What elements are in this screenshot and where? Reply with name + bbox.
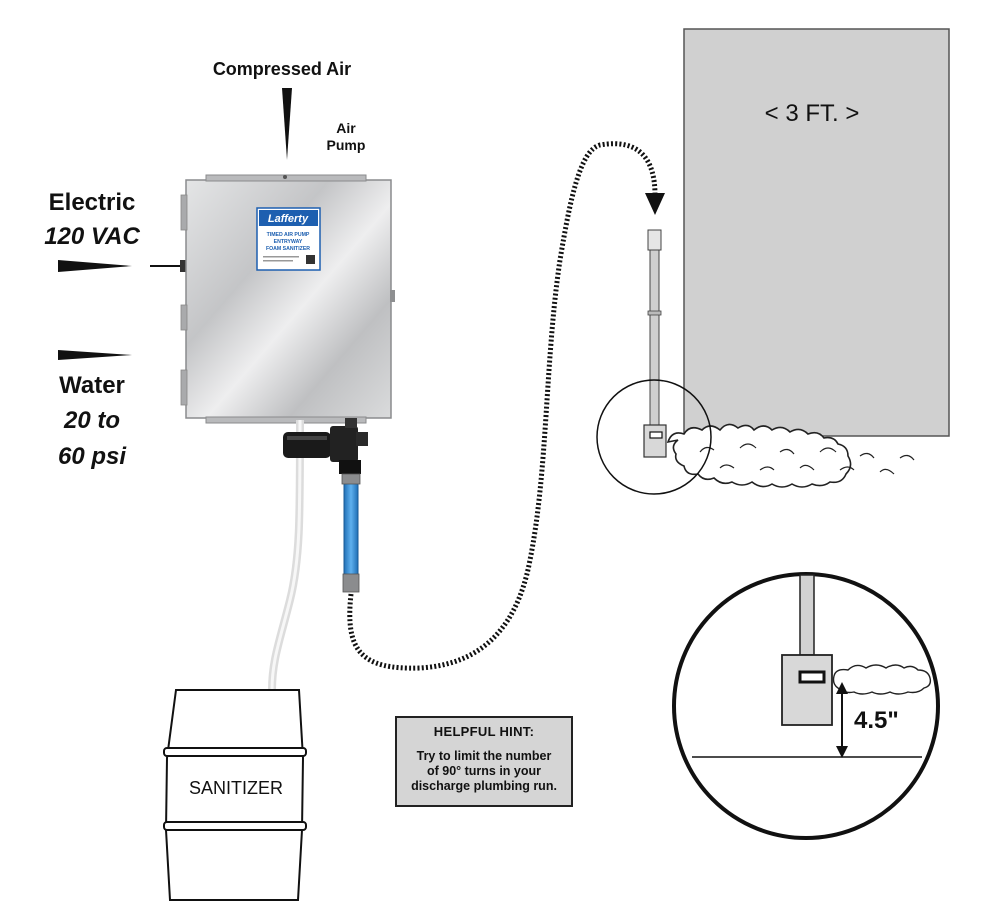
electric-spec-label: 120 VAC — [44, 223, 140, 250]
hint-body: Try to limit the number of 90° turns in … — [397, 749, 571, 794]
foam — [666, 423, 852, 488]
brand-name: Lafferty — [268, 213, 309, 225]
air-pump-label-line1: Air — [336, 120, 356, 136]
label-line-2: ENTRYWAY — [274, 239, 303, 245]
hint-line-1: Try to limit the number — [416, 749, 552, 763]
label-line-3: FOAM SANITIZER — [266, 246, 310, 252]
electric-arrow — [58, 260, 132, 272]
discharge-hose — [343, 477, 359, 579]
vertical-pipe — [643, 229, 667, 458]
water-arrow — [58, 350, 132, 360]
wall-width-label: < 3 FT. > — [765, 100, 860, 127]
nozzle-detail — [672, 572, 940, 840]
discharge-plumbing-run — [347, 141, 658, 671]
water-spec-label-line2: 60 psi — [58, 443, 127, 470]
water-label: Water — [59, 372, 125, 399]
helpful-hint-box: HELPFUL HINT: Try to limit the number of… — [395, 716, 573, 807]
hint-title: HELPFUL HINT: — [433, 724, 535, 739]
electric-label: Electric — [49, 189, 136, 216]
hint-line-2: of 90° turns in your — [426, 764, 542, 778]
water-spec-label-line1: 20 to — [63, 407, 120, 434]
nozzle-callout-circle — [596, 379, 712, 495]
power-cord-gland — [180, 260, 188, 272]
sanitizer-enclosure — [180, 174, 395, 424]
nozzle-height-label: 4.5" — [854, 707, 899, 734]
compressed-air-arrow — [282, 88, 292, 160]
foam-generator — [283, 418, 368, 474]
hint-line-3: discharge plumbing run. — [411, 779, 557, 793]
product-label: Lafferty TIMED AIR PUMP ENTRYWAY FOAM SA… — [256, 207, 321, 271]
sanitizer-label: SANITIZER — [189, 778, 283, 798]
compressed-air-label: Compressed Air — [213, 59, 351, 79]
air-pump-label-line2: Pump — [327, 137, 366, 153]
discharge-arrow — [645, 193, 665, 215]
wall — [683, 28, 950, 437]
sanitizer-drum — [163, 689, 307, 901]
label-line-1: TIMED AIR PUMP — [267, 232, 310, 238]
